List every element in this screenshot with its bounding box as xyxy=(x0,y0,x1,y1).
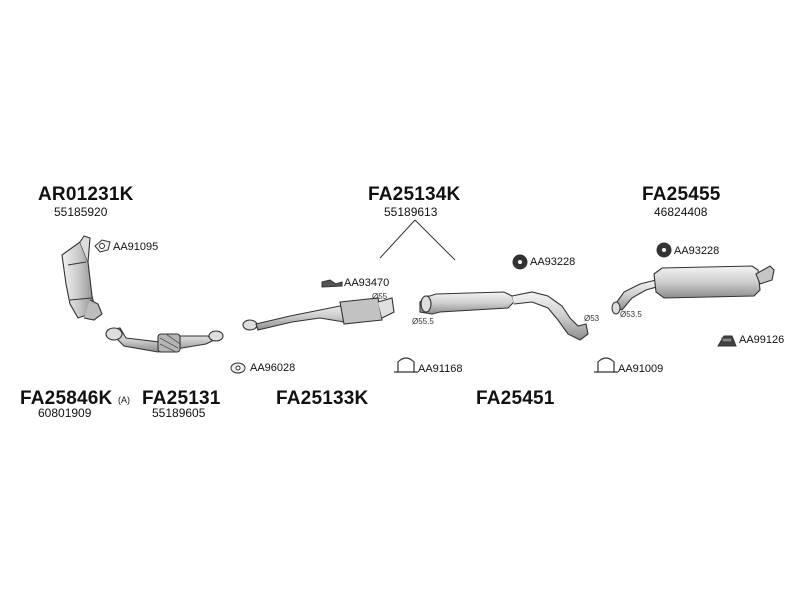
accessory-label-AA99126: AA99126 xyxy=(739,334,785,346)
diameter-label-53: Ø53 xyxy=(584,314,600,323)
accessory-label-AA91168: AA91168 xyxy=(418,363,463,375)
intermediate-pipe-part[interactable] xyxy=(242,297,395,331)
assembly-code-FA25134K: FA25134K xyxy=(368,184,461,205)
assembly-code-FA25133K: FA25133K xyxy=(276,388,369,409)
assembly-code-AR01231K: AR01231K xyxy=(38,184,134,205)
gasket-icon[interactable] xyxy=(94,239,111,253)
assembly-number-FA25846K: 60801909 xyxy=(38,406,92,420)
front-pipe-part[interactable] xyxy=(105,327,224,353)
catalytic-converter-part[interactable] xyxy=(61,235,103,321)
assembly-code-FA25455: FA25455 xyxy=(642,184,721,205)
center-muffler-part[interactable] xyxy=(419,291,589,341)
assembly-number-FA25455: 46824408 xyxy=(654,205,708,219)
accessory-label-AA91095: AA91095 xyxy=(113,241,159,253)
hanger-icon[interactable] xyxy=(717,335,737,347)
bracket-icon[interactable] xyxy=(321,279,343,288)
assembly-code-FA25131: FA25131 xyxy=(142,388,221,409)
accessory-label-AA93470: AA93470 xyxy=(344,277,390,289)
clamp-icon[interactable] xyxy=(594,357,618,373)
rubber-mount-icon[interactable] xyxy=(512,254,528,270)
clamp-icon[interactable] xyxy=(394,357,418,373)
gasket-icon[interactable] xyxy=(230,362,246,374)
fa25134k-connector-lines xyxy=(379,219,456,261)
assembly-code-FA25451: FA25451 xyxy=(476,388,555,409)
assembly-number-FA25131: 55189605 xyxy=(152,406,206,420)
accessory-label-AA93228-a: AA93228 xyxy=(530,256,576,268)
assembly-number-AR01231K: 55185920 xyxy=(54,205,108,219)
assembly-code-FA25846K: FA25846K xyxy=(20,388,113,409)
diameter-label-53-5: Ø53.5 xyxy=(620,310,642,319)
accessory-label-AA93228-b: AA93228 xyxy=(674,245,720,257)
accessory-label-AA96028: AA96028 xyxy=(250,362,296,374)
assembly-number-FA25134K: 55189613 xyxy=(384,205,438,219)
diameter-label-55-5: Ø55.5 xyxy=(412,317,434,326)
rear-muffler-part[interactable] xyxy=(611,265,775,315)
assembly-suffix-FA25846K: (A) xyxy=(118,395,130,405)
rubber-mount-icon[interactable] xyxy=(656,242,672,258)
accessory-label-AA91009: AA91009 xyxy=(618,363,664,375)
diameter-label-55: Ø55 xyxy=(372,292,388,301)
